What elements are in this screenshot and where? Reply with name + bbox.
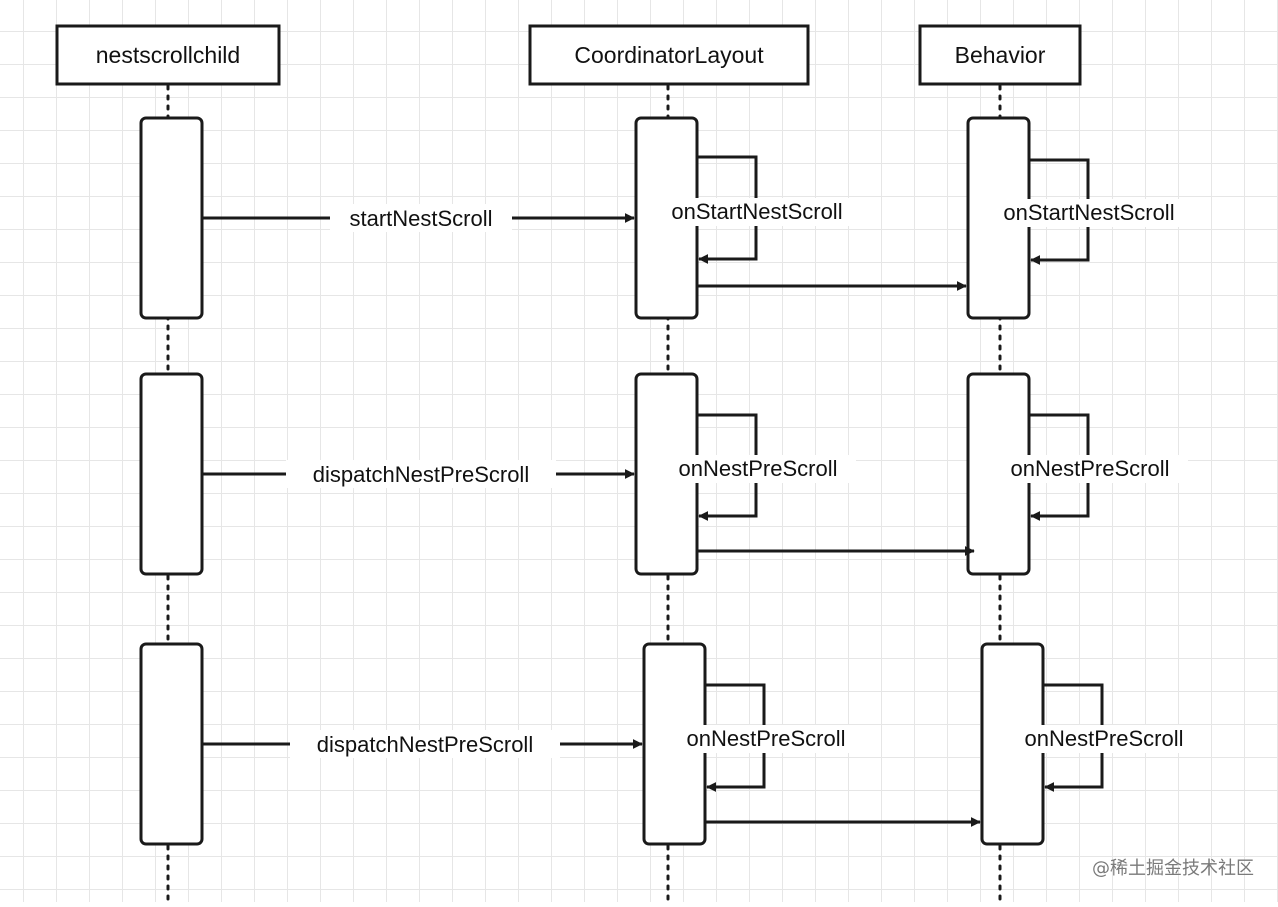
activation-nestscrollchild-3 <box>139 642 204 846</box>
self-label-behavior-2: onNestPreScroll <box>1011 456 1170 481</box>
actor-behavior: Behavior <box>918 24 1082 86</box>
message-label-3: dispatchNestPreScroll <box>317 732 533 757</box>
actor-coordinatorlayout: CoordinatorLayout <box>528 24 810 86</box>
self-label-coordinator-2: onNestPreScroll <box>679 456 838 481</box>
actor-label-coordinatorlayout: CoordinatorLayout <box>574 42 764 68</box>
actor-nestscrollchild: nestscrollchild <box>55 24 281 86</box>
interaction-2: dispatchNestPreScroll onNestPreScroll on… <box>139 372 1188 576</box>
actor-label-behavior: Behavior <box>955 42 1046 68</box>
interaction-3: dispatchNestPreScroll onNestPreScroll on… <box>139 642 1202 846</box>
activation-nestscrollchild-2 <box>139 372 204 576</box>
actor-label-nestscrollchild: nestscrollchild <box>96 42 240 68</box>
message-label-2: dispatchNestPreScroll <box>313 462 529 487</box>
interaction-1: startNestScroll onStartNestScroll onStar… <box>139 116 1196 320</box>
self-label-behavior-1: onStartNestScroll <box>1003 200 1174 225</box>
message-label-1: startNestScroll <box>349 206 492 231</box>
watermark-text: @稀土掘金技术社区 <box>1092 858 1254 879</box>
self-label-coordinator-1: onStartNestScroll <box>671 199 842 224</box>
activation-nestscrollchild-1 <box>139 116 204 320</box>
self-label-behavior-3: onNestPreScroll <box>1025 726 1184 751</box>
self-label-coordinator-3: onNestPreScroll <box>687 726 846 751</box>
